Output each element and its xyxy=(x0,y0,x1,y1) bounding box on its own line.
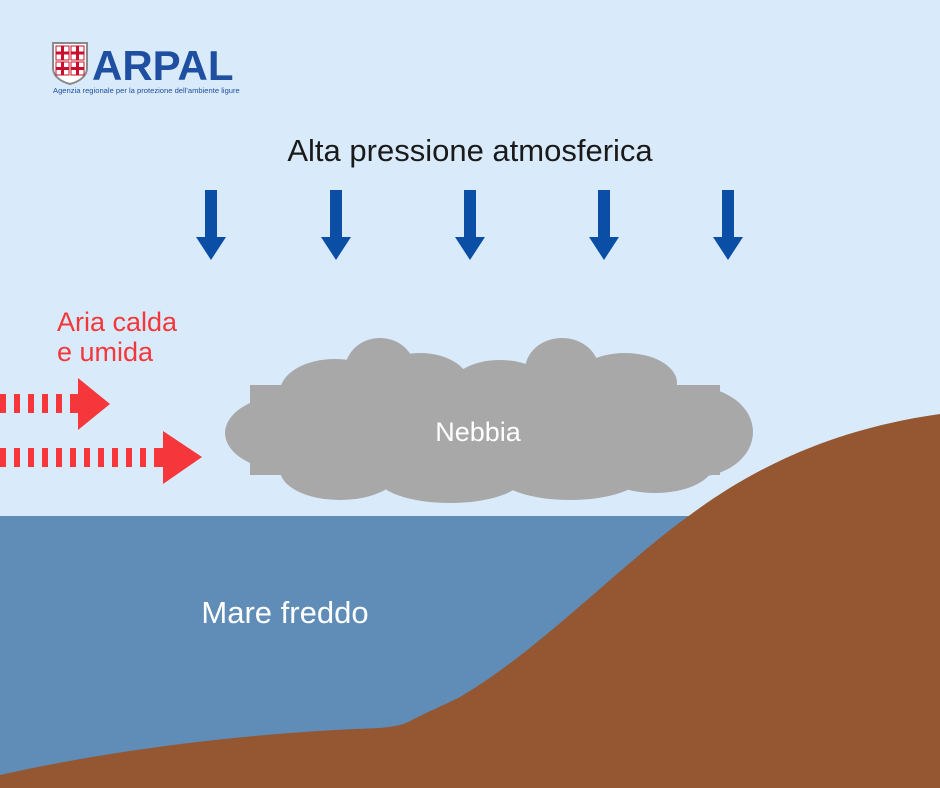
pressure-arrow-down-icon xyxy=(196,190,226,260)
pressure-arrow-down-icon xyxy=(713,190,743,260)
fog-cloud xyxy=(225,338,753,503)
warm-air-arrow-right-icon xyxy=(0,378,110,430)
logo-name: ARPAL xyxy=(92,42,234,89)
arpal-logo: ARPAL Agenzia regionale per la protezion… xyxy=(52,42,240,95)
warm-air-label-line1: Aria calda xyxy=(57,307,178,337)
fog-label: Nebbia xyxy=(435,417,522,447)
logo-tagline: Agenzia regionale per la protezione dell… xyxy=(53,86,240,95)
pressure-arrow-down-icon xyxy=(321,190,351,260)
warm-air-label-line2: e umida xyxy=(57,337,154,367)
land xyxy=(0,414,940,788)
sea-label: Mare freddo xyxy=(201,595,368,630)
pressure-arrow-down-icon xyxy=(589,190,619,260)
warm-air-arrow-right-icon xyxy=(0,431,202,484)
warm-air-arrows xyxy=(0,378,202,484)
pressure-arrow-down-icon xyxy=(455,190,485,260)
pressure-arrows xyxy=(196,190,743,260)
pressure-label: Alta pressione atmosferica xyxy=(287,133,653,168)
liguria-shield-icon xyxy=(52,42,88,86)
